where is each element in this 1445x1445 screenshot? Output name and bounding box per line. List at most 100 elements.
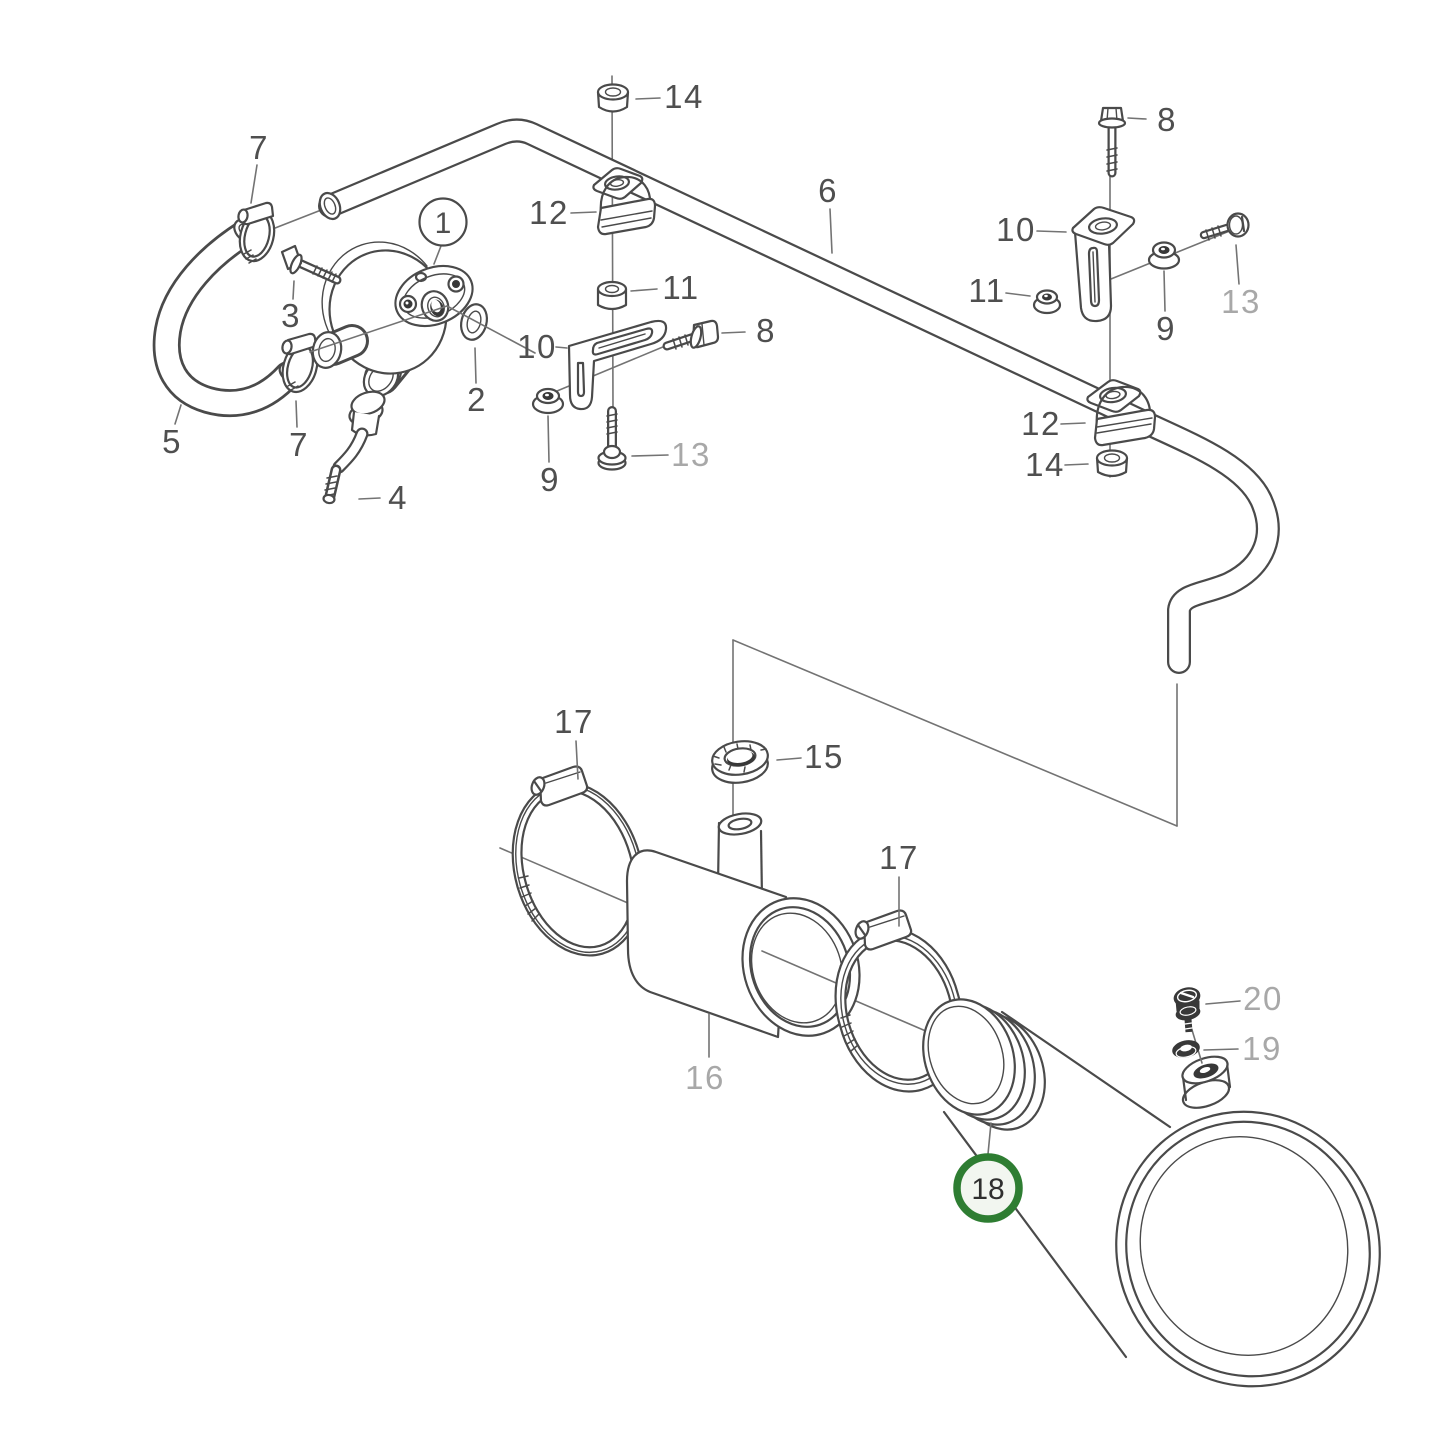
callout-12-left[interactable]: 12 bbox=[529, 194, 597, 231]
callout-12-right[interactable]: 12 bbox=[1021, 405, 1086, 442]
leader-line bbox=[1127, 117, 1147, 120]
callout-9-right[interactable]: 9 bbox=[1156, 270, 1176, 347]
leader-line bbox=[555, 346, 568, 349]
callout-2-label: 2 bbox=[467, 381, 487, 418]
part-20-screw-drawing bbox=[1173, 987, 1203, 1064]
callout-16-label: 16 bbox=[685, 1059, 725, 1096]
callout-13-left[interactable]: 13 bbox=[631, 436, 711, 473]
callout-14-right-label: 14 bbox=[1025, 446, 1065, 483]
part-4-joint-fitting-drawing bbox=[322, 390, 386, 505]
callout-5-label: 5 bbox=[162, 423, 182, 460]
callout-1-circled[interactable]: 1 bbox=[418, 197, 468, 265]
callout-2[interactable]: 2 bbox=[467, 347, 487, 418]
leader-line bbox=[433, 245, 442, 265]
leader-line bbox=[474, 347, 477, 384]
callout-7-upper[interactable]: 7 bbox=[249, 129, 269, 204]
callout-16[interactable]: 16 bbox=[685, 1013, 725, 1096]
callout-13-right-label: 13 bbox=[1221, 283, 1261, 320]
part-3-bolt-drawing bbox=[280, 244, 342, 285]
callouts: 7 1 3 14 12 11 10 8 bbox=[162, 78, 1283, 1223]
callout-15[interactable]: 15 bbox=[776, 738, 844, 775]
part-17-band-clamp-left-drawing bbox=[511, 765, 645, 957]
part-7-hose-clamp-lower-drawing bbox=[281, 332, 319, 394]
leader-line bbox=[1064, 463, 1089, 466]
part-14-nut-left-drawing bbox=[596, 83, 630, 113]
assembly-overlay-lines bbox=[309, 305, 536, 354]
callout-11-right-label: 11 bbox=[968, 272, 1005, 309]
callout-12-right-label: 12 bbox=[1021, 405, 1061, 442]
callout-6[interactable]: 6 bbox=[818, 172, 838, 254]
leader-line bbox=[631, 454, 669, 457]
callout-1-circle bbox=[418, 197, 468, 247]
callout-9-left[interactable]: 9 bbox=[540, 415, 560, 498]
callout-11-left[interactable]: 11 bbox=[630, 269, 700, 306]
leader-line bbox=[1060, 422, 1086, 425]
leader-line bbox=[635, 97, 661, 100]
leader-line bbox=[1205, 1000, 1241, 1005]
part-19-washer-drawing bbox=[1172, 1040, 1200, 1058]
callout-11-left-label: 11 bbox=[662, 269, 699, 306]
leader-line bbox=[570, 211, 597, 214]
callout-14-left-label: 14 bbox=[664, 78, 704, 115]
part-1-valve-assembly-drawing bbox=[311, 241, 474, 398]
callout-6-label: 6 bbox=[818, 172, 838, 209]
callout-10-right[interactable]: 10 bbox=[996, 211, 1067, 248]
callout-17-right-label: 17 bbox=[879, 839, 919, 876]
leader-line bbox=[575, 740, 579, 780]
callout-20[interactable]: 20 bbox=[1205, 980, 1283, 1017]
callout-15-label: 15 bbox=[804, 738, 844, 775]
callout-4-label: 4 bbox=[388, 479, 408, 516]
leader-line bbox=[1203, 1048, 1239, 1051]
callout-17-left[interactable]: 17 bbox=[554, 703, 594, 780]
part-13-bolt-left-drawing bbox=[597, 406, 627, 471]
callout-17-left-label: 17 bbox=[554, 703, 594, 740]
callout-10-right-label: 10 bbox=[996, 211, 1036, 248]
leader-line bbox=[829, 208, 833, 254]
part-12-pipe-clamp-left-drawing bbox=[592, 167, 657, 236]
leader-line bbox=[1163, 270, 1166, 312]
callout-11-right[interactable]: 11 bbox=[968, 272, 1031, 309]
leader-line bbox=[1036, 230, 1067, 233]
callout-3-label: 3 bbox=[281, 297, 301, 334]
callout-4[interactable]: 4 bbox=[358, 479, 408, 516]
callout-19-label: 19 bbox=[1242, 1030, 1282, 1067]
callout-7-upper-label: 7 bbox=[249, 129, 269, 166]
leader-line bbox=[292, 280, 295, 300]
leader-line bbox=[174, 404, 182, 425]
callout-10-left[interactable]: 10 bbox=[517, 328, 568, 365]
part-11-collar-left-drawing bbox=[596, 280, 628, 311]
callout-13-left-label: 13 bbox=[671, 436, 711, 473]
part-18-air-intake-cone-drawing bbox=[922, 998, 1381, 1388]
callout-13-right[interactable]: 13 bbox=[1221, 244, 1261, 320]
part-7-hose-clamp-upper-drawing bbox=[237, 201, 276, 264]
part-9-nut-right-drawing bbox=[1147, 241, 1181, 270]
callout-5[interactable]: 5 bbox=[162, 404, 182, 460]
leader-line bbox=[776, 757, 802, 761]
callout-9-left-label: 9 bbox=[540, 461, 560, 498]
callout-7-lower[interactable]: 7 bbox=[289, 400, 309, 463]
callout-18-highlighted[interactable]: 18 bbox=[953, 1122, 1023, 1223]
part-2-washer-drawing bbox=[460, 303, 488, 341]
callout-17-right[interactable]: 17 bbox=[879, 839, 919, 927]
leader-line bbox=[358, 497, 381, 500]
callout-3[interactable]: 3 bbox=[281, 280, 301, 334]
leader-line bbox=[1005, 292, 1031, 297]
part-8-bolt-right-drawing bbox=[1097, 106, 1127, 178]
part-16-silencer-body-drawing bbox=[625, 812, 861, 1039]
callout-12-left-label: 12 bbox=[529, 194, 569, 231]
part-11-nut-right-drawing bbox=[1032, 289, 1062, 315]
part-14-nut-right-drawing bbox=[1095, 449, 1129, 478]
part-13-screw-right-drawing bbox=[1199, 212, 1250, 241]
callout-19[interactable]: 19 bbox=[1203, 1030, 1282, 1067]
part-10-bracket-right-drawing bbox=[1071, 206, 1136, 323]
callout-8-left[interactable]: 8 bbox=[721, 312, 776, 349]
callout-14-left[interactable]: 14 bbox=[635, 78, 704, 115]
part-8-bolt-left-drawing bbox=[662, 319, 720, 351]
callout-20-label: 20 bbox=[1243, 980, 1283, 1017]
callout-7-lower-label: 7 bbox=[289, 426, 309, 463]
callout-18-highlight-ring bbox=[953, 1153, 1023, 1223]
callout-14-right[interactable]: 14 bbox=[1025, 446, 1089, 483]
callout-8-right[interactable]: 8 bbox=[1127, 101, 1177, 138]
